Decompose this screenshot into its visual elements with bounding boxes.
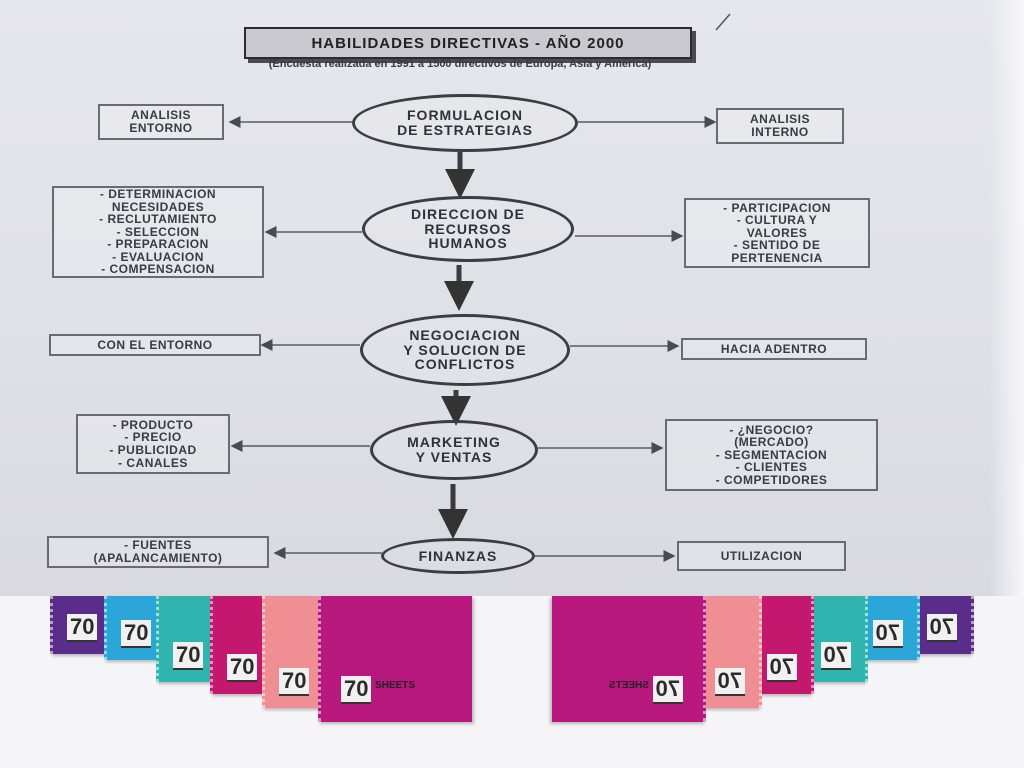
notebook-sheet-count: 70	[341, 676, 372, 704]
pen-mark	[715, 13, 731, 31]
stage-negociacion-ellipse: NEGOCIACION Y SOLUCION DE CONFLICTOS	[360, 314, 570, 386]
connector-arrows	[228, 13, 731, 562]
diagram-subtitle: (Encuesta realizada en 1991 a 1500 direc…	[268, 58, 652, 70]
box-con-el-entorno: CON EL ENTORNO	[49, 334, 261, 356]
notebook-sheet-count: 70	[652, 676, 683, 704]
diagram-title: HABILIDADES DIRECTIVAS - AÑO 2000	[244, 27, 692, 59]
box-utilizacion: UTILIZACION	[677, 541, 846, 571]
page-edge-shading	[990, 0, 1024, 596]
notebook-sheet-count: 70	[173, 642, 204, 670]
stage-rrhh-ellipse: DIRECCION DE RECURSOS HUMANOS	[362, 196, 574, 262]
box-hacia-adentro: HACIA ADENTRO	[681, 338, 867, 360]
notebook: 70	[156, 596, 218, 682]
stage-marketing-ellipse: MARKETING Y VENTAS	[370, 420, 538, 480]
notebook-sheets-label: SHEETS	[375, 680, 416, 691]
notebook: 70	[860, 596, 920, 660]
notebook-sheet-count: 70	[67, 614, 98, 642]
box-analisis-interno: ANALISIS INTERNO	[716, 108, 844, 144]
notebook-sheet-count: 70	[872, 620, 903, 648]
box-marketing-mix: - PRODUCTO - PRECIO - PUBLICIDAD - CANAL…	[76, 414, 230, 474]
box-fuentes: - FUENTES (APALANCAMIENTO)	[47, 536, 269, 568]
notebook: 70	[700, 596, 762, 708]
notebook-sheet-count: 70	[714, 668, 745, 696]
notebook-sheet-count: 70	[766, 654, 797, 682]
notebook-sheets-label: SHEETS	[608, 680, 649, 691]
notebook-sheet-count: 70	[279, 668, 310, 696]
notebook-sheet-count: 70	[227, 654, 258, 682]
notebook-sheet-count: 70	[820, 642, 851, 670]
notebook: 70	[104, 596, 164, 660]
box-rrhh-cultura: - PARTICIPACION - CULTURA Y VALORES - SE…	[684, 198, 870, 268]
notebook: 70	[262, 596, 324, 708]
notebook: 70	[210, 596, 270, 694]
notebook: 70	[806, 596, 868, 682]
stage-formulacion-ellipse: FORMULACION DE ESTRATEGIAS	[352, 94, 578, 152]
box-marketing-mercado: - ¿NEGOCIO? (MERCADO) - SEGMENTACION - C…	[665, 419, 878, 491]
notebook-sheet-count: 70	[121, 620, 152, 648]
box-rrhh-procesos: - DETERMINACION NECESIDADES - RECLUTAMIE…	[52, 186, 264, 278]
stage-finanzas-ellipse: FINANZAS	[381, 538, 535, 574]
notebook: 70	[50, 596, 112, 654]
notebook: 70	[754, 596, 814, 694]
notebook: 70	[912, 596, 974, 654]
notebook-sheet-count: 70	[926, 614, 957, 642]
box-analisis-entorno: ANALISIS ENTORNO	[98, 104, 224, 140]
